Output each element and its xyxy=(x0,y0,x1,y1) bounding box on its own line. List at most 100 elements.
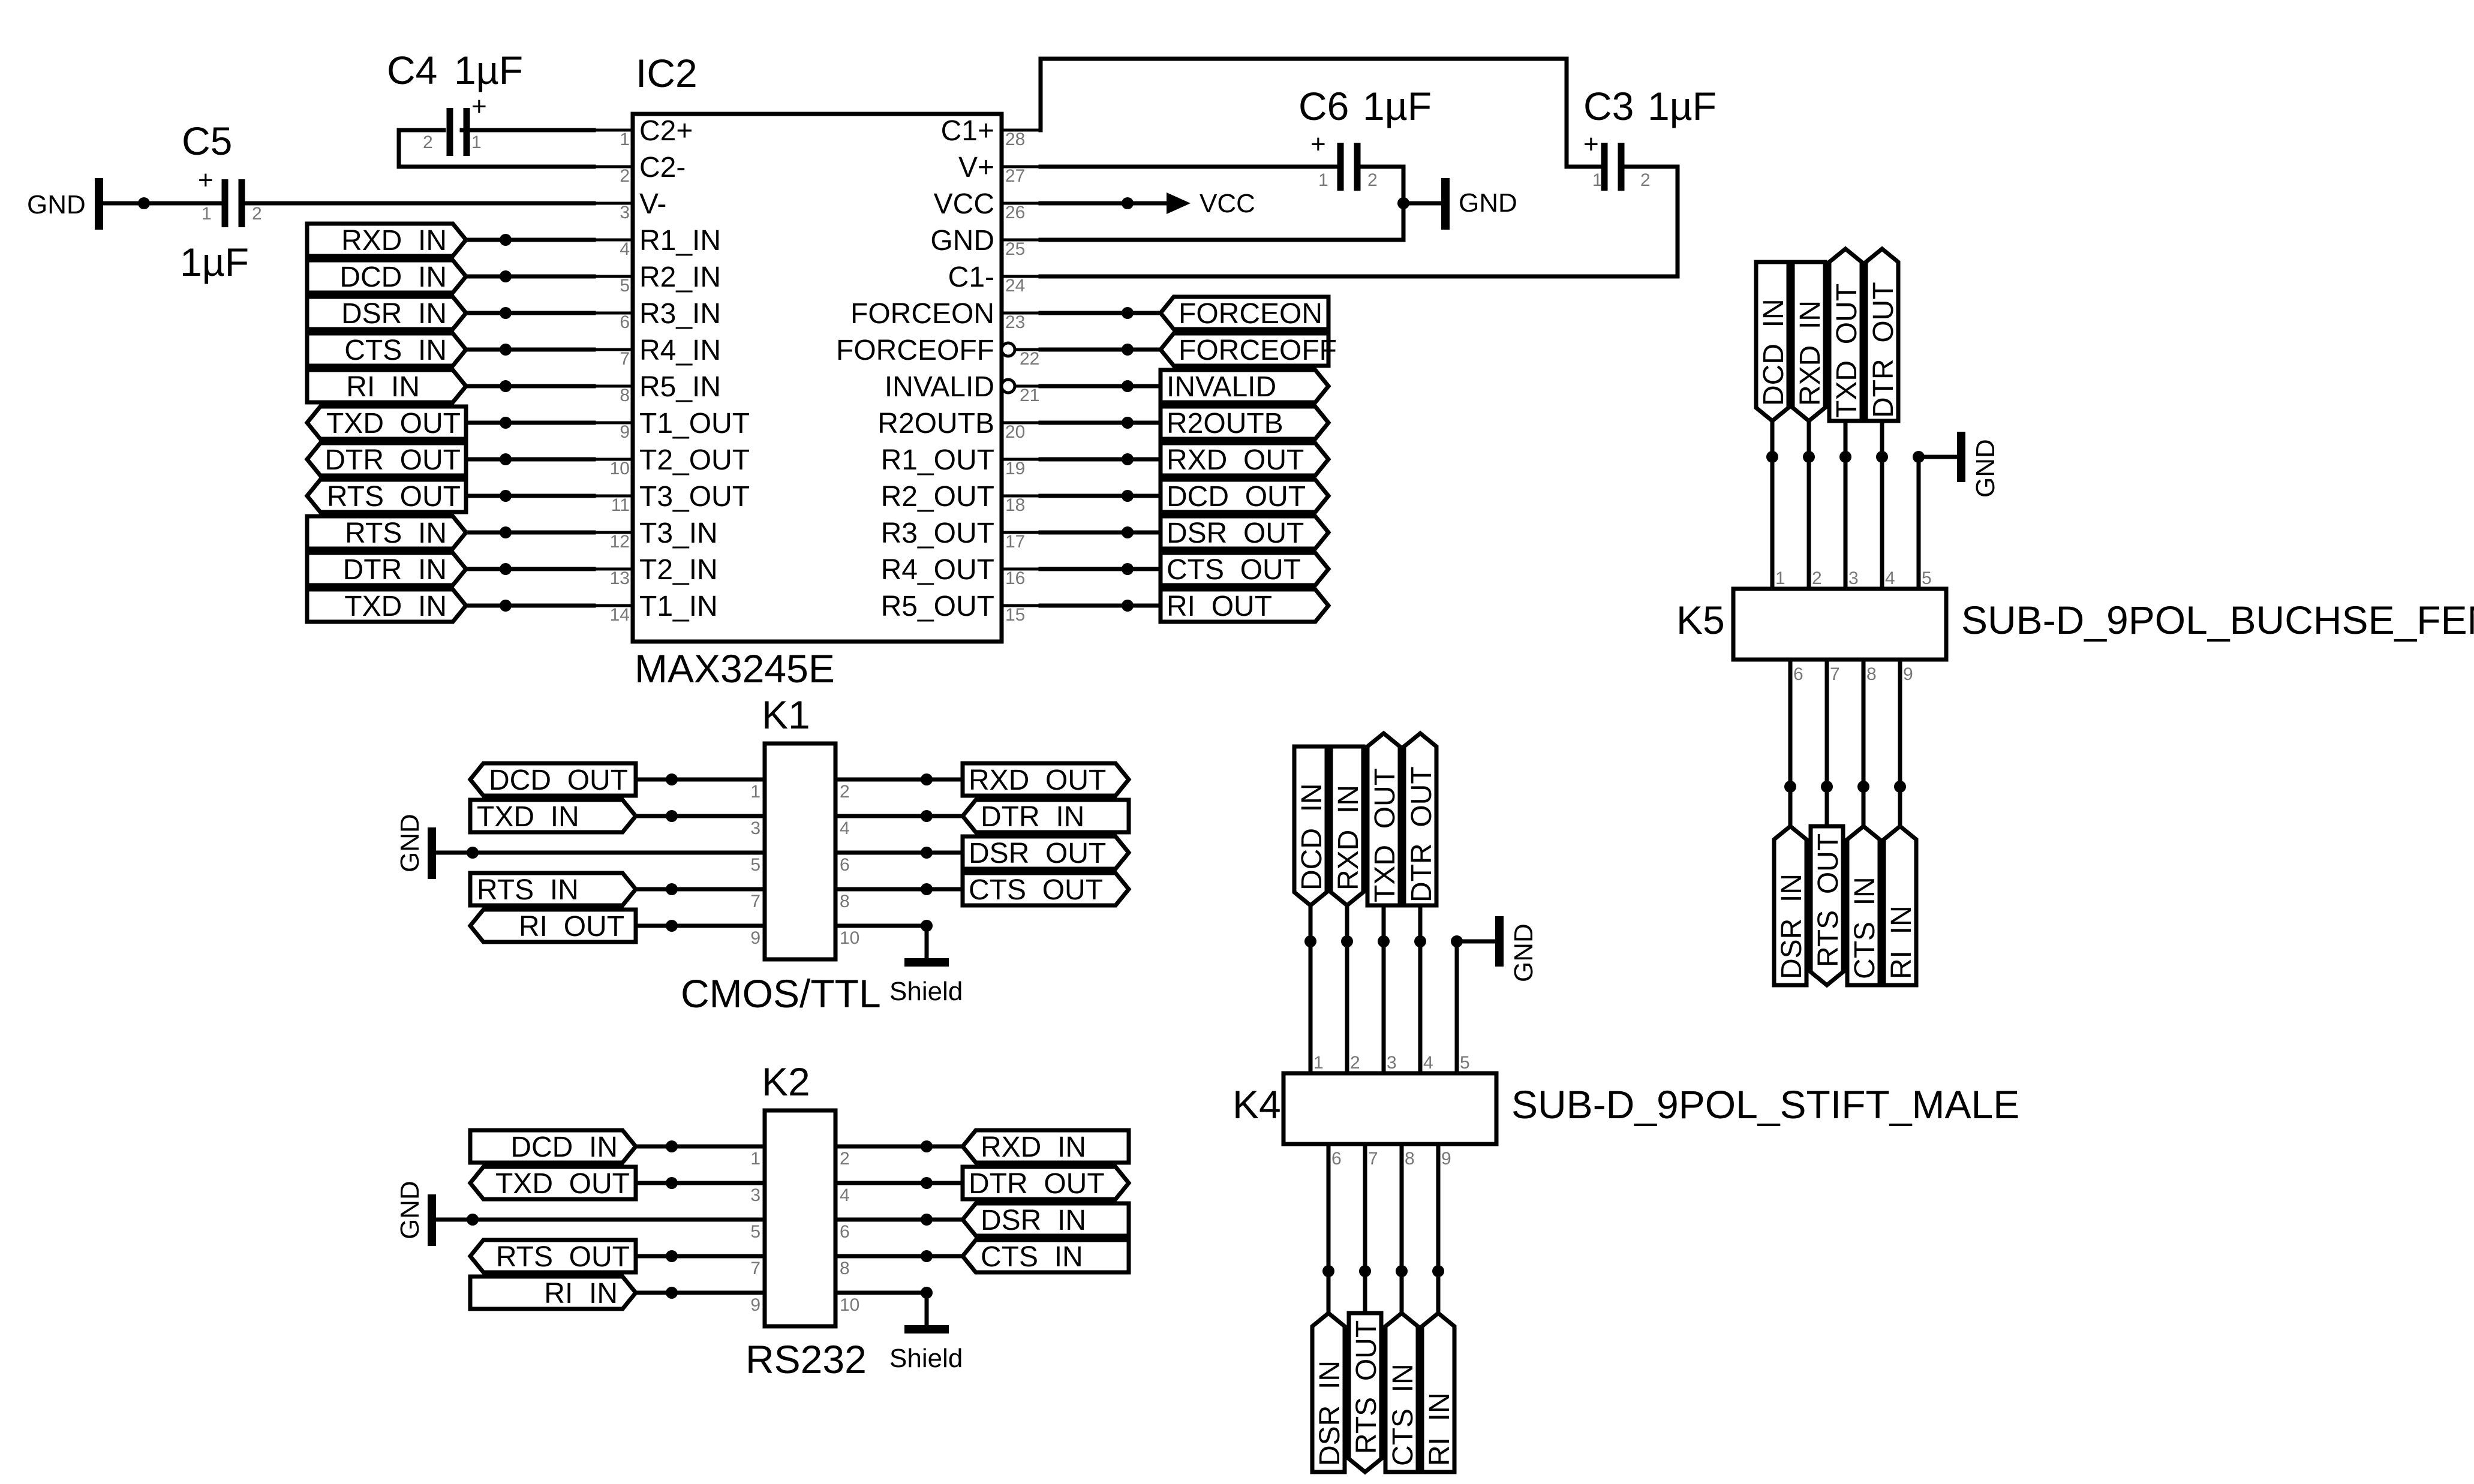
net-flag-rxd-in xyxy=(1790,260,1827,424)
k4-ref: K4 xyxy=(1233,1082,1281,1127)
ic2-pin-number: 25 xyxy=(1005,239,1025,259)
connector-k4[interactable]: K4 SUB-D_9POL_STIFT_MALE 1 2 3 4 5 6 7 8… xyxy=(1233,730,2019,1475)
c5-plus: + xyxy=(198,165,214,195)
net-label: RI_IN xyxy=(346,371,420,403)
net-flag-dtr-out xyxy=(1863,246,1901,423)
net-flag-rts-in xyxy=(468,871,639,908)
pin-number: 10 xyxy=(840,928,859,948)
pin-number: 3 xyxy=(1848,568,1859,588)
net-flag-invalid xyxy=(1158,368,1331,405)
pin-number: 5 xyxy=(750,855,760,875)
net-flag-ri-in xyxy=(305,368,469,405)
ic2-pin-number: 8 xyxy=(620,386,630,405)
net-flag-dcd-in xyxy=(1754,260,1791,424)
c4-plus: + xyxy=(471,92,487,121)
net-label: RTS_IN xyxy=(345,517,447,549)
pin-number: 4 xyxy=(840,818,850,838)
net-label: DSR_IN xyxy=(1314,1360,1346,1466)
pin-number: 7 xyxy=(750,892,760,911)
connector-k5[interactable]: K5 SUB-D_9POL_BUCHSE_FEMALE 1 2 3 4 5 6 … xyxy=(1676,246,2474,988)
net-label: TXD_OUT xyxy=(495,1168,630,1200)
net-flag-txd-out xyxy=(304,404,468,441)
ic2-pin-number: 4 xyxy=(620,239,630,259)
c5-value: 1µF xyxy=(180,240,249,284)
ic2-pin-name: V+ xyxy=(958,152,994,183)
pin-number: 6 xyxy=(840,1222,850,1242)
ic2[interactable]: IC2 MAX3245E C2+ C2- V- R1_IN xyxy=(594,51,1041,691)
net-flag-dtr-in xyxy=(960,797,1131,835)
ic2-pin-name: R4_OUT xyxy=(881,554,994,586)
ic2-pin-number: 14 xyxy=(610,605,630,625)
ic2-pin-number: 20 xyxy=(1005,422,1025,442)
net-label: RI_IN xyxy=(544,1278,618,1310)
capacitor-c6[interactable]: GND C6 1µF + 1 2 xyxy=(1038,84,1517,242)
capacitor-c5[interactable]: GND C5 1µF + 1 2 xyxy=(27,119,596,284)
net-flag-cts-out xyxy=(1158,550,1331,588)
net-flag-cts-in xyxy=(1383,1310,1420,1474)
c6-ref: C6 xyxy=(1298,84,1349,128)
c3-pin1: 1 xyxy=(1592,170,1603,190)
net-flag-ri-in xyxy=(468,1274,639,1311)
net-flag-cts-out xyxy=(960,871,1132,908)
k1-label: CMOS/TTL xyxy=(681,971,881,1016)
c4-pin2: 2 xyxy=(423,133,433,152)
ic2-pin-number: 10 xyxy=(610,459,630,478)
ic2-pin-number: 5 xyxy=(620,276,630,296)
net-flag-dcd-in xyxy=(305,258,469,295)
connector-k1[interactable]: K1 CMOS/TTL 1 3 5 7 9 2 4 6 8 10 GND Shi… xyxy=(395,693,1132,1016)
net-flag-rxd-out xyxy=(1158,441,1331,478)
net-label: TXD_IN xyxy=(344,591,447,622)
ic2-pin-name: R2_IN xyxy=(639,261,721,293)
net-label: DSR_OUT xyxy=(969,838,1106,869)
net-flag-ri-in xyxy=(1420,1310,1457,1474)
net-label: RTS_OUT xyxy=(327,481,461,513)
c5-ref: C5 xyxy=(182,119,232,163)
pin-number: 2 xyxy=(840,782,850,802)
ic2-pin-number: 16 xyxy=(1005,568,1025,588)
ic2-pin-name: C1- xyxy=(948,261,994,293)
pin-number: 2 xyxy=(1812,568,1822,588)
k2-shield-label: Shield xyxy=(889,1344,963,1373)
capacitor-c4[interactable]: C4 1µF + 1 2 xyxy=(387,48,596,169)
net-label: RTS_OUT xyxy=(1812,833,1844,967)
net-label: CTS_IN xyxy=(981,1241,1083,1273)
net-label: DCD_IN xyxy=(1296,783,1328,890)
k5-gnd-label: GND xyxy=(1971,439,2000,498)
net-label: DCD_IN xyxy=(339,261,447,293)
ic2-pin-number: 26 xyxy=(1005,203,1025,222)
net-label: CTS_IN xyxy=(1387,1363,1419,1466)
net-flag-rxd-in xyxy=(960,1128,1131,1165)
k4-gnd-label: GND xyxy=(1509,923,1538,982)
net-label: CTS_OUT xyxy=(969,874,1103,906)
pin-number: 6 xyxy=(1793,664,1803,684)
k1-shield-label: Shield xyxy=(889,977,963,1006)
c6-plus: + xyxy=(1310,130,1326,159)
net-label: TXD_OUT xyxy=(1369,768,1401,902)
pin-number: 4 xyxy=(840,1185,850,1205)
c4-ref: C4 xyxy=(387,48,437,92)
pin-number: 4 xyxy=(1885,568,1895,588)
ic2-pin-number: 24 xyxy=(1005,276,1025,296)
pin-number: 1 xyxy=(1775,568,1785,588)
pin-number: 5 xyxy=(750,1222,760,1242)
net-flag-rxd-out xyxy=(960,761,1132,798)
k5-label: SUB-D_9POL_BUCHSE_FEMALE xyxy=(1961,598,2474,642)
connector-k2[interactable]: K2 RS232 1 3 5 7 9 2 4 6 8 10 GND Shield xyxy=(395,1059,1132,1381)
net-flag-dsr-in xyxy=(1772,823,1809,988)
ic2-part: MAX3245E xyxy=(635,646,835,691)
k1-ref: K1 xyxy=(762,693,810,737)
ic2-pin-name: R3_OUT xyxy=(881,517,994,549)
net-label: DSR_IN xyxy=(1776,874,1808,979)
pin-number: 2 xyxy=(1350,1053,1360,1073)
net-flag-rts-out xyxy=(467,1238,638,1275)
net-flag-forceoff xyxy=(1158,331,1331,368)
ic2-pin-number: 19 xyxy=(1005,459,1025,478)
capacitor-c3[interactable]: C3 1µF + 1 2 xyxy=(1564,84,1717,191)
net-label: RTS_OUT xyxy=(1351,1320,1382,1454)
ic2-pin-name: T2_OUT xyxy=(639,444,750,476)
pin-number: 7 xyxy=(750,1259,760,1278)
pin-number: 10 xyxy=(840,1295,859,1315)
net-label: FORCEOFF xyxy=(1179,335,1337,366)
k1-body xyxy=(762,741,838,962)
net-label: RXD_OUT xyxy=(969,764,1106,796)
